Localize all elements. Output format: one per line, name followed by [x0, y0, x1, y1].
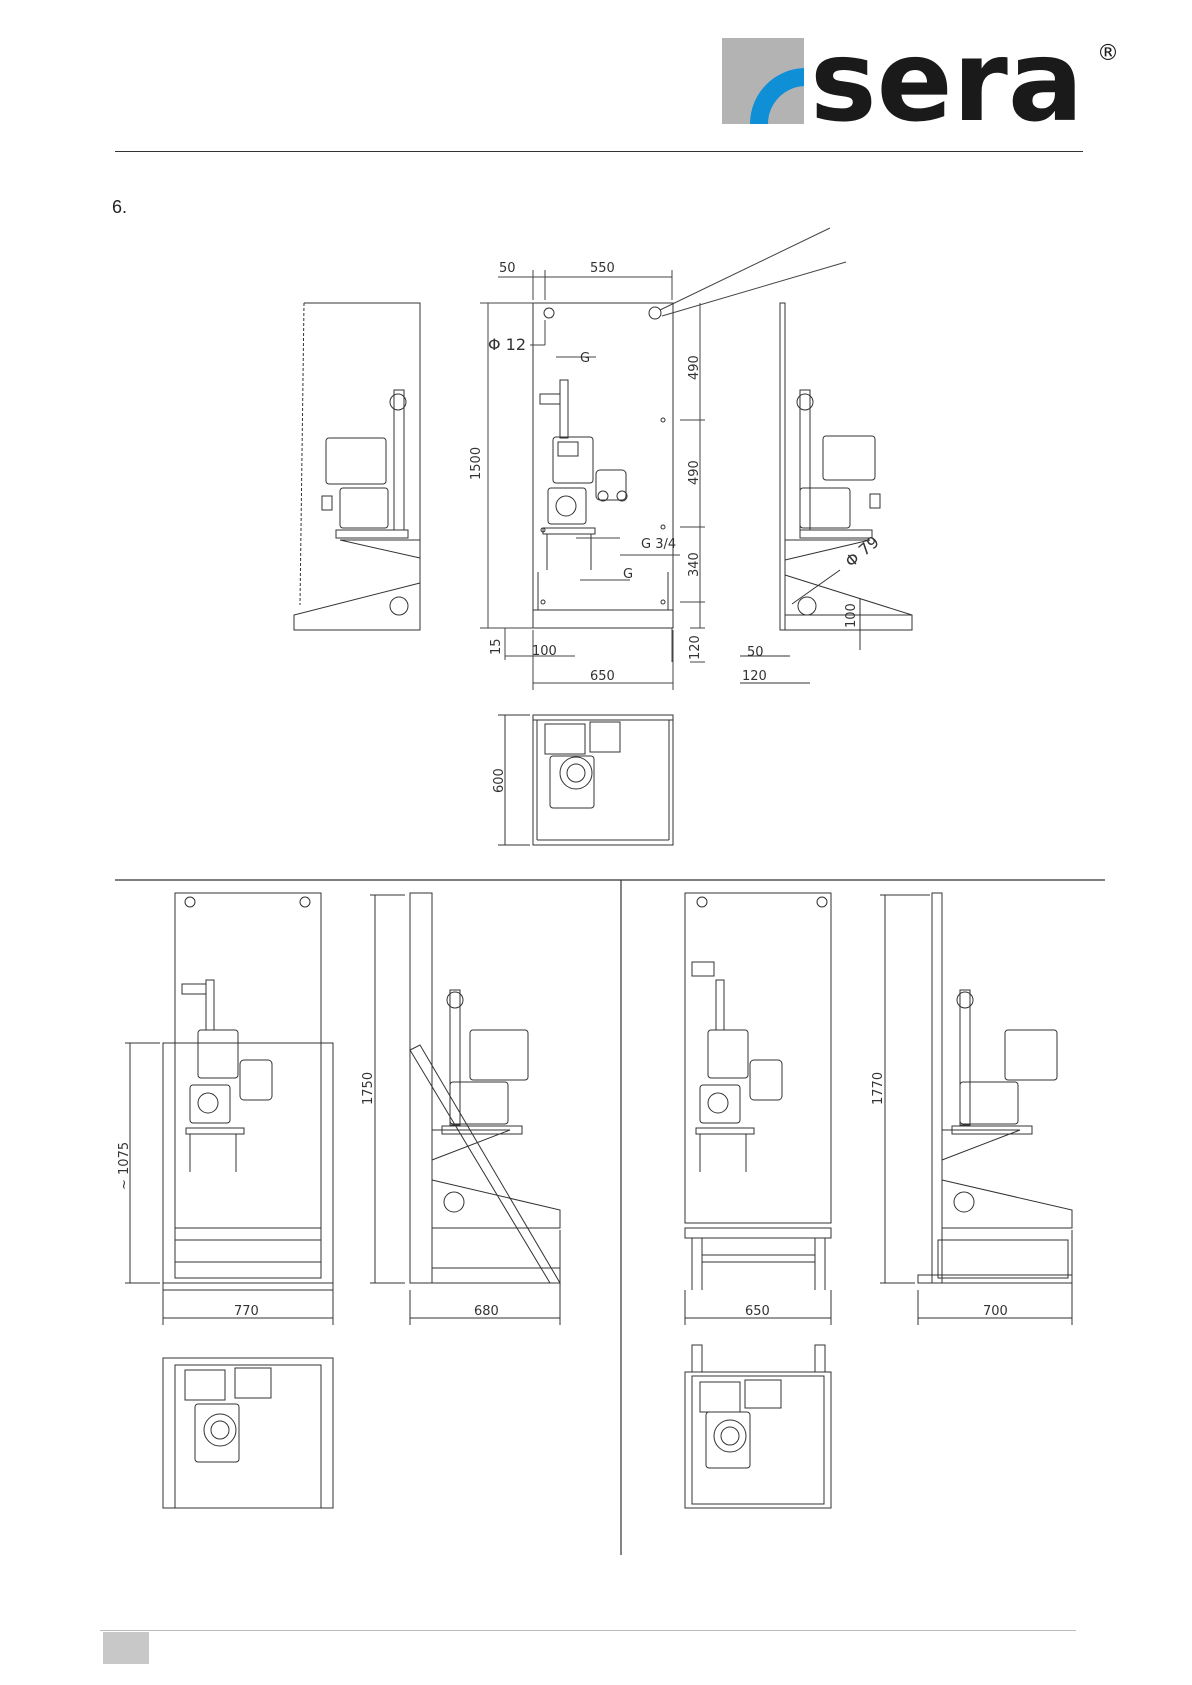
top-dimensions — [480, 228, 846, 690]
dim-550: 550 — [590, 261, 615, 276]
footer-rule — [100, 1630, 1076, 1631]
dim-1500: 1500 — [469, 447, 484, 480]
dim-g-bottom: G — [623, 567, 633, 582]
dim-770: 770 — [234, 1304, 259, 1319]
bottom-left-front-view — [125, 893, 333, 1325]
dim-120-horizontal: 120 — [742, 669, 767, 684]
top-plan-view — [498, 715, 673, 845]
top-left-side-view — [294, 303, 420, 630]
top-front-view — [533, 303, 673, 628]
dim-g34: G 3/4 — [641, 537, 676, 552]
dim-340: 340 — [687, 552, 702, 577]
dim-1750: 1750 — [361, 1072, 376, 1105]
dim-1770: 1770 — [871, 1072, 886, 1105]
bottom-right-plan-view — [685, 1345, 831, 1508]
dim-50-side: 50 — [747, 645, 764, 660]
bottom-left-side-view — [370, 893, 560, 1325]
page-number-box — [103, 1632, 149, 1664]
dim-650-bottom: 650 — [745, 1304, 770, 1319]
dim-g-top: G — [580, 351, 590, 366]
dim-phi12: Φ 12 — [488, 335, 526, 354]
dim-700: 700 — [983, 1304, 1008, 1319]
dim-120-vertical: 120 — [688, 635, 703, 660]
bottom-left-plan-view — [163, 1358, 333, 1508]
dim-650-top: 650 — [590, 669, 615, 684]
dim-1075: ~ 1075 — [117, 1142, 132, 1190]
dim-100-horizontal: 100 — [532, 644, 557, 659]
dim-15: 15 — [489, 638, 504, 655]
top-dim-labels: 50 550 Φ 12 G 490 490 1500 G 3/4 G 340 Φ… — [469, 261, 883, 793]
bottom-dim-labels: ~ 1075 1750 770 680 1770 650 700 — [117, 1072, 1008, 1319]
dim-100-vertical: 100 — [844, 603, 859, 628]
bottom-right-side-view — [880, 893, 1072, 1325]
dim-490-a: 490 — [687, 355, 702, 380]
dim-490-b: 490 — [687, 460, 702, 485]
bottom-right-front-view — [685, 893, 831, 1325]
top-right-side-view — [740, 303, 912, 683]
dim-50-top: 50 — [499, 261, 516, 276]
dim-680: 680 — [474, 1304, 499, 1319]
